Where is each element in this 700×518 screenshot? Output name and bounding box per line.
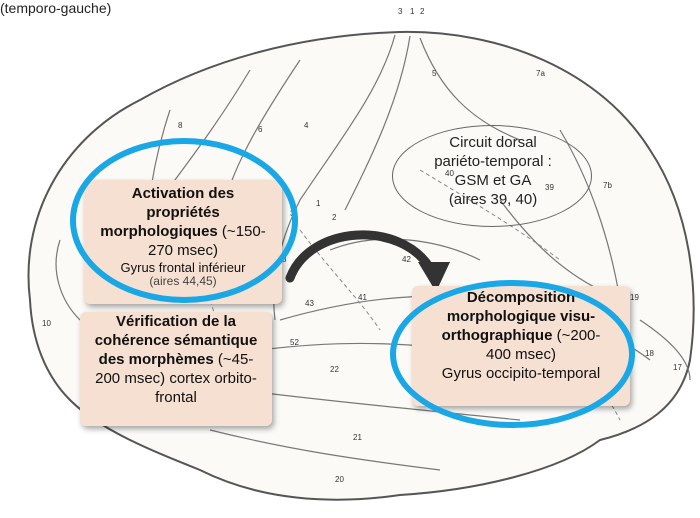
verification-line-5: frontal [80, 388, 272, 407]
area-number: 8 [178, 121, 183, 130]
area-number: 6 [258, 125, 263, 134]
verification-line-3: des morphèmes (~45- [80, 350, 272, 369]
area-number: 17 [673, 363, 682, 372]
area-number: 21 [353, 433, 362, 442]
verification-line-4: 200 msec) cortex orbito- [80, 369, 272, 388]
circuit-line-1: Circuit dorsal [398, 133, 588, 152]
area-number: 43 [305, 299, 314, 308]
area-number: 41 [358, 293, 367, 302]
circuit-line-2: pariéto-temporal : [398, 152, 588, 171]
area-number: 42 [402, 255, 411, 264]
circuit-label: Circuit dorsal pariéto-temporal : GSM et… [398, 133, 588, 209]
area-number: 2 [332, 213, 337, 222]
area-number: 2 [420, 7, 425, 16]
top-fragment-text: (temporo-gauche) [0, 0, 111, 16]
area-number: 18 [645, 349, 654, 358]
area-number: 1 [316, 199, 321, 208]
area-number: 7a [536, 69, 545, 78]
area-number: 3 [398, 7, 403, 16]
area-number: 19 [630, 293, 639, 302]
verification-line-2: cohérence sémantique [80, 331, 272, 350]
area-number: 22 [330, 365, 339, 374]
verification-box: Vérification de la cohérence sémantique … [80, 312, 272, 426]
area-number: 4 [304, 121, 309, 130]
area-number: 7b [603, 181, 612, 190]
area-number: 20 [335, 475, 344, 484]
area-number: 52 [290, 338, 299, 347]
area-number: 10 [42, 319, 51, 328]
area-number: 5 [432, 69, 437, 78]
verification-line-1: Vérification de la [80, 312, 272, 331]
area-number: 1 [410, 7, 415, 16]
circuit-line-3: GSM et GA [398, 171, 588, 190]
circuit-line-4: (aires 39, 40) [398, 190, 588, 209]
activation-highlight-ring [70, 138, 298, 303]
decomposition-highlight-ring [390, 280, 635, 428]
